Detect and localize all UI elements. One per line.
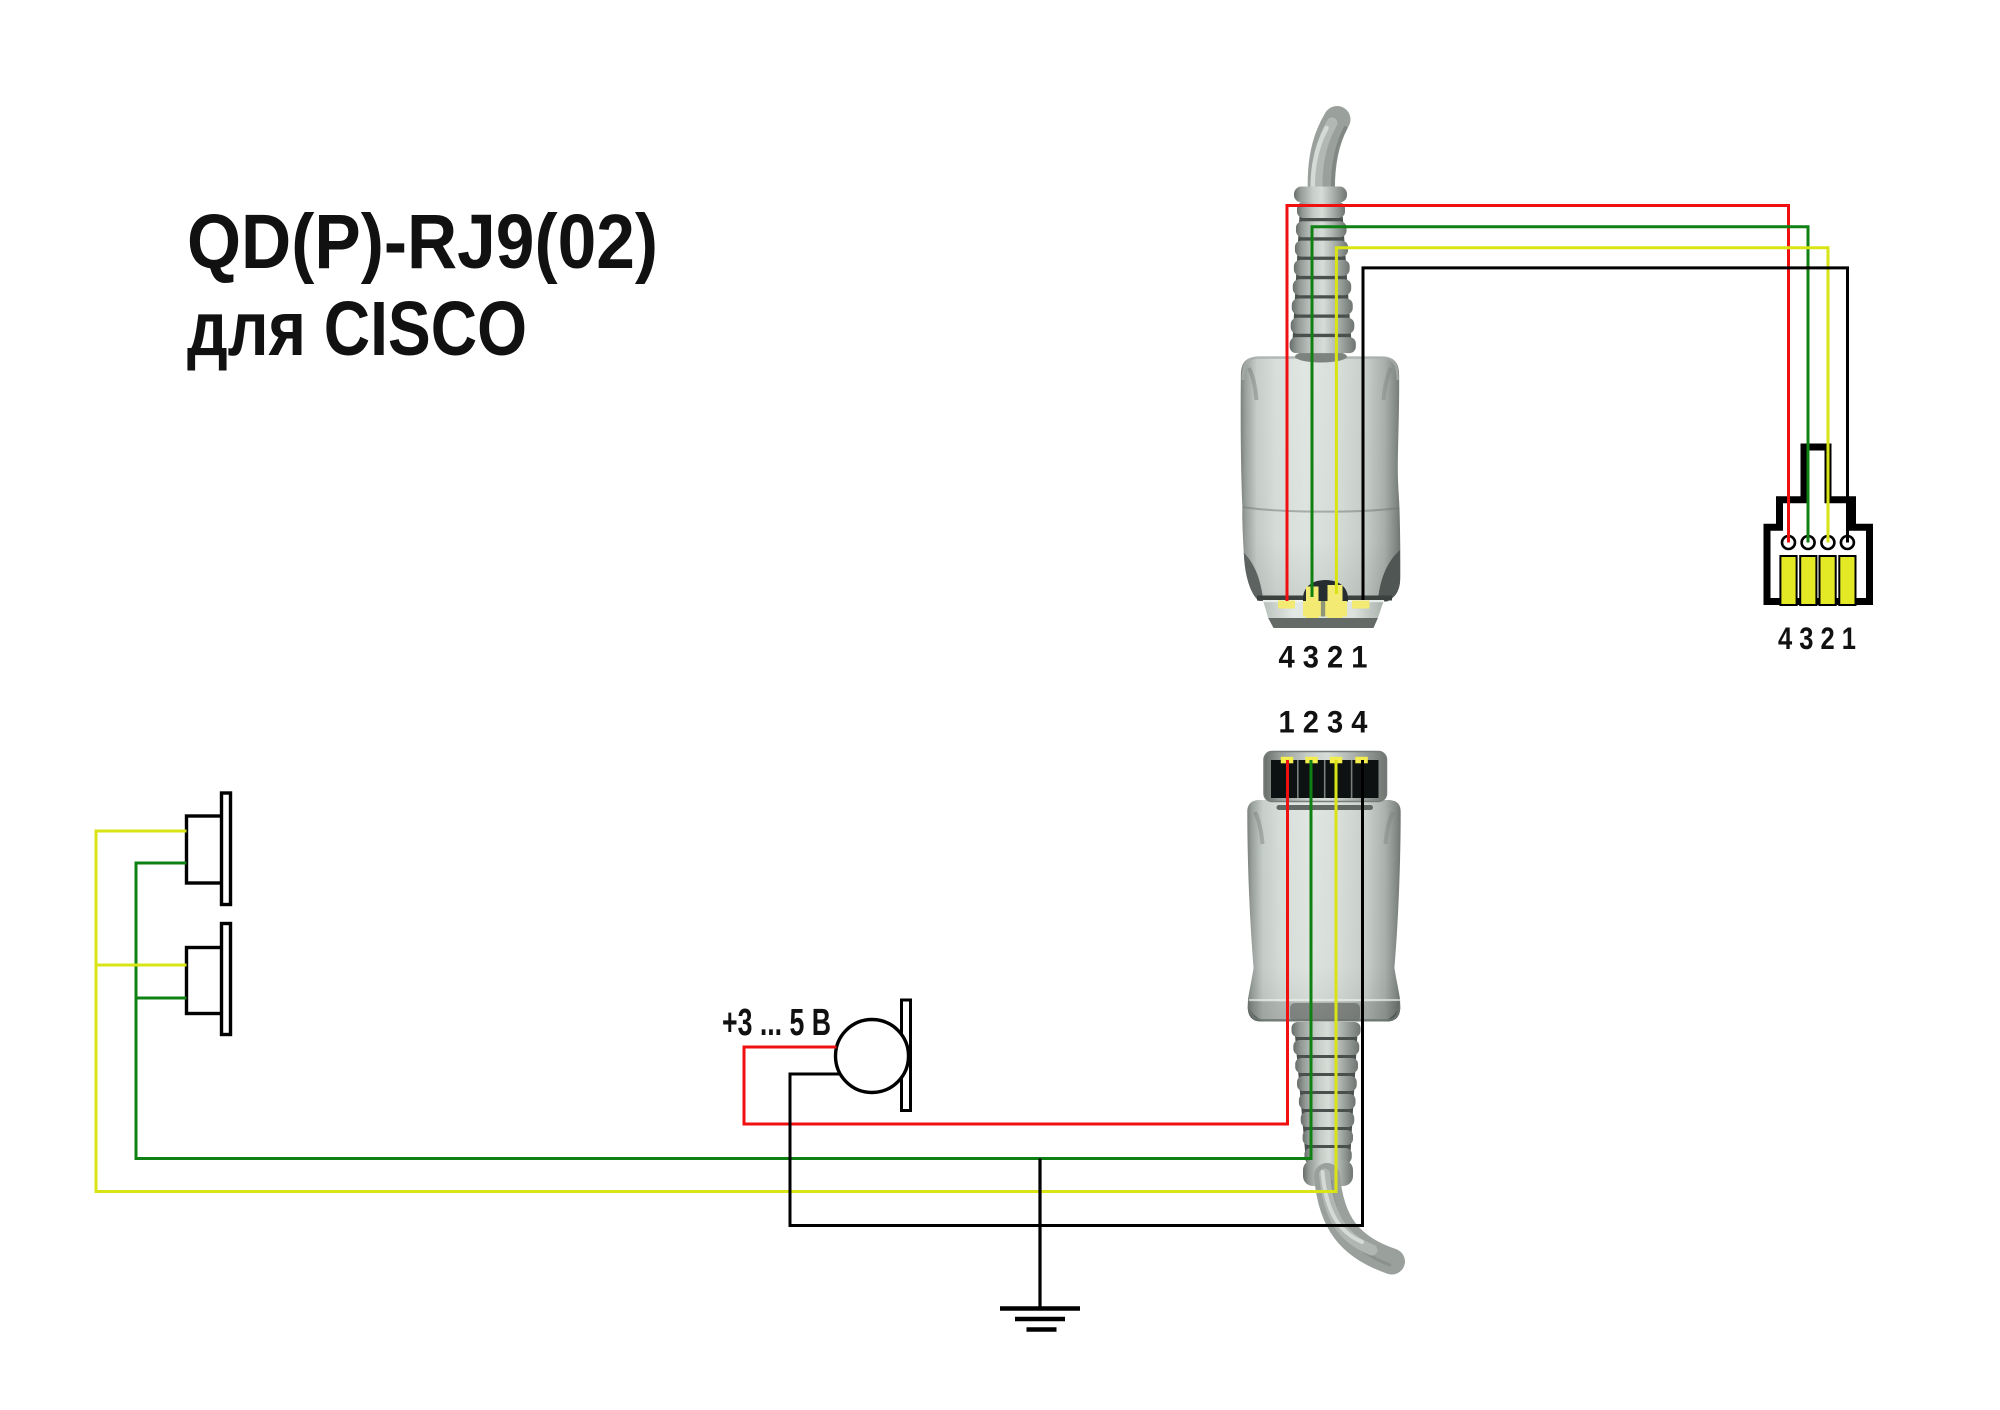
- title-line-2: для CISCO: [187, 286, 527, 372]
- rj9-pin-1: [1838, 555, 1857, 606]
- microphone-voltage-label: +3 ... 5 В: [722, 1002, 831, 1044]
- qd-top-pin-label: 4 3 2 1: [1279, 639, 1368, 675]
- speaker-top-plate: [219, 791, 233, 907]
- qd-bottom-latch-slot: [1276, 805, 1373, 810]
- qd-bottom-shoulder-crease-left: [1253, 811, 1265, 845]
- ground-symbol: [1000, 1158, 1080, 1332]
- rj9-pin-2: [1818, 555, 1837, 606]
- wire-yellow-top: [1334, 246, 1830, 594]
- speakers: [184, 791, 233, 1037]
- qd-top-contact-4: [1278, 600, 1295, 609]
- qd-top-shoulder-crease-left: [1247, 367, 1259, 401]
- wire-red-bottom: [742, 760, 1289, 1126]
- wire-black-top: [1361, 266, 1849, 600]
- speaker-top-body: [184, 814, 227, 885]
- qd-top-base-front: [1268, 618, 1378, 628]
- rj9-pin-3: [1799, 555, 1818, 606]
- qd-top-contact-1: [1352, 600, 1370, 609]
- qd-top-strain-relief: [1289, 202, 1356, 354]
- qd-plug-top: 4 3 2 1: [1240, 106, 1401, 675]
- qd-top-body-vshade: [1240, 357, 1401, 602]
- qd-top-shoulder-crease-right: [1381, 367, 1393, 401]
- title: QD(P)-RJ9(02) для CISCO: [187, 199, 658, 372]
- rj9-pin-label: 4 3 2 1: [1778, 620, 1856, 656]
- title-line-1: QD(P)-RJ9(02): [187, 199, 658, 285]
- speaker-bottom: [184, 921, 233, 1037]
- microphone-capsule: [833, 1017, 911, 1095]
- qd-bottom-cable: [1314, 1163, 1405, 1275]
- rj9-pins: [1779, 555, 1857, 606]
- wire-green-top: [1310, 225, 1810, 597]
- qd-bottom-strain-relief: [1291, 1022, 1361, 1163]
- qd-bottom-body-vshade: [1247, 800, 1401, 1022]
- rj9-pin-4: [1779, 555, 1798, 606]
- wires: [94, 204, 1849, 1227]
- speaker-bottom-plate: [219, 921, 233, 1037]
- rj9-plug: 4 3 2 1: [1763, 443, 1873, 656]
- qd-top-contact-gap: [1320, 601, 1326, 617]
- qd-bottom-shoulder-crease-right: [1383, 811, 1395, 845]
- qd-top-collar: [1294, 186, 1347, 203]
- speaker-bottom-body: [184, 945, 227, 1016]
- qd-bottom-under-shadow-center: [1290, 1003, 1360, 1022]
- qd-bottom-rim: [1247, 1000, 1401, 1022]
- qd-plug-bottom: 1 2 3 4: [1247, 704, 1405, 1275]
- ground-bars: [1000, 1306, 1080, 1332]
- qd-bottom-socket-dividers: [1297, 760, 1353, 798]
- wire-yellow-bottom: [94, 760, 1338, 1193]
- wire-green-bottom: [134, 760, 1313, 1160]
- speaker-top: [184, 791, 233, 907]
- wire-black-bottom: [788, 760, 1364, 1227]
- microphone: +3 ... 5 В: [722, 998, 912, 1112]
- qd-top-neck-shadow: [1295, 350, 1347, 363]
- qd-bottom-pin-label: 1 2 3 4: [1279, 704, 1368, 740]
- qd-top-seam: [1242, 506, 1400, 513]
- wire-red-top: [1285, 204, 1790, 601]
